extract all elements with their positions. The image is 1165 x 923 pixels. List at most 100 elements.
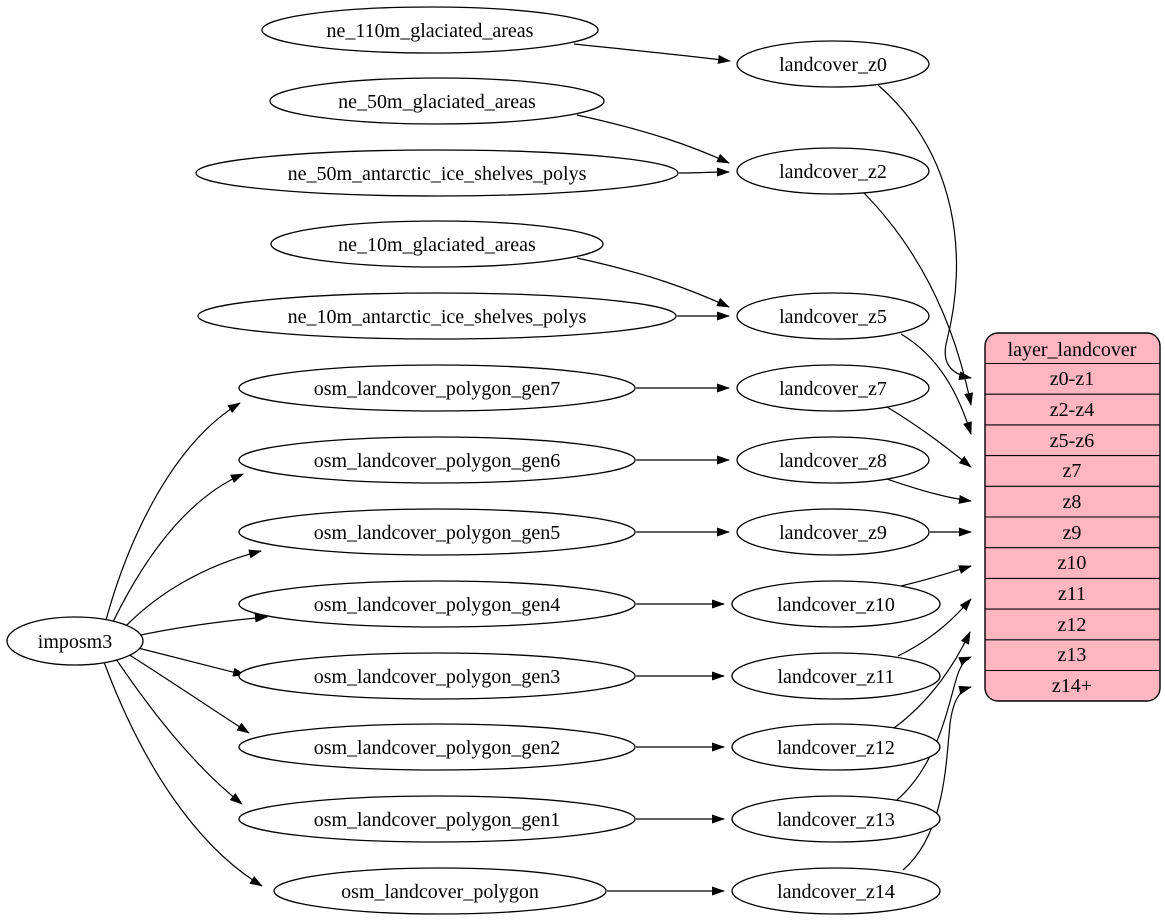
node-landcover-z8: landcover_z8 — [736, 436, 930, 484]
node-label: osm_landcover_polygon_gen2 — [314, 737, 561, 759]
table-row-z2-z4: z2-z4 — [1050, 399, 1094, 421]
node-ellipse — [731, 795, 941, 843]
node-landcover-z2: landcover_z2 — [736, 147, 930, 195]
node-label: landcover_z9 — [779, 522, 887, 544]
edge-ne-50m-glaciated-areas-to-landcover-z2 — [576, 114, 730, 164]
edge-imposm3-to-osm-landcover-polygon-gen3 — [137, 647, 246, 677]
node-landcover-z11: landcover_z11 — [731, 652, 941, 700]
table-row-z13: z13 — [1058, 644, 1087, 666]
node-ne-50m-glaciated-areas: ne_50m_glaciated_areas — [269, 77, 605, 125]
node-landcover-z10: landcover_z10 — [731, 580, 941, 628]
node-label: imposm3 — [38, 631, 112, 653]
node-ellipse — [731, 652, 941, 700]
table-title: layer_landcover — [1008, 339, 1137, 361]
node-ellipse — [238, 436, 636, 484]
node-landcover-z0: landcover_z0 — [736, 40, 930, 88]
node-label: ne_50m_glaciated_areas — [338, 91, 536, 113]
edge-ne-110m-glaciated-areas-to-landcover-z0 — [573, 43, 731, 64]
node-ellipse — [731, 580, 941, 628]
table-row-z8: z8 — [1063, 491, 1082, 513]
node-landcover-z12: landcover_z12 — [731, 723, 941, 771]
node-landcover-z14: landcover_z14 — [731, 867, 941, 915]
edge-landcover-z7-to-row-z7 — [886, 406, 972, 468]
edge-landcover-z2-to-row-z2-z4 — [862, 191, 974, 406]
node-ellipse — [6, 616, 144, 666]
edge-ne-10m-glaciated-areas-to-landcover-z5 — [576, 257, 730, 308]
node-ellipse — [736, 147, 930, 195]
node-osm-landcover-polygon: osm_landcover_polygon — [273, 867, 607, 915]
node-label: osm_landcover_polygon_gen1 — [314, 809, 561, 831]
node-label: landcover_z8 — [779, 450, 887, 472]
node-ellipse — [195, 149, 679, 197]
node-ne-110m-glaciated-areas: ne_110m_glaciated_areas — [261, 6, 599, 54]
node-ellipse — [238, 795, 636, 843]
edge-landcover-z12-to-row-z12 — [893, 631, 971, 729]
node-label: landcover_z5 — [779, 306, 887, 328]
node-landcover-z7: landcover_z7 — [736, 364, 930, 412]
edge-landcover-z14-to-row-z14plus — [902, 685, 972, 871]
table-row-z0-z1: z0-z1 — [1050, 368, 1094, 390]
table-row-z11: z11 — [1058, 583, 1086, 605]
node-ellipse — [197, 292, 677, 340]
node-label: landcover_z10 — [777, 594, 895, 616]
node-landcover-z9: landcover_z9 — [736, 508, 930, 556]
node-ellipse — [736, 364, 930, 412]
node-label: landcover_z14 — [777, 881, 895, 903]
node-label: ne_10m_glaciated_areas — [338, 234, 536, 256]
node-label: landcover_z13 — [777, 809, 895, 831]
node-ellipse — [736, 40, 930, 88]
node-ellipse — [273, 867, 607, 915]
node-label: landcover_z7 — [779, 378, 887, 400]
node-ellipse — [238, 723, 636, 771]
node-ellipse — [731, 867, 941, 915]
node-osm-landcover-polygon-gen4: osm_landcover_polygon_gen4 — [238, 580, 636, 628]
node-ne-10m-antarctic-ice-shelves-polys: ne_10m_antarctic_ice_shelves_polys — [197, 292, 677, 340]
edge-imposm3-to-osm-landcover-polygon-gen4 — [135, 613, 268, 637]
node-ellipse — [269, 77, 605, 125]
edge-landcover-z8-to-row-z8 — [883, 477, 972, 504]
node-ellipse — [238, 364, 636, 412]
table-row-z14plus: z14+ — [1052, 675, 1092, 697]
node-imposm3: imposm3 — [6, 616, 144, 666]
node-osm-landcover-polygon-gen5: osm_landcover_polygon_gen5 — [238, 508, 636, 556]
node-ellipse — [261, 6, 599, 54]
node-ne-10m-glaciated-areas: ne_10m_glaciated_areas — [270, 220, 604, 268]
edge-imposm3-to-osm-landcover-polygon-gen2 — [127, 653, 250, 734]
node-ellipse — [238, 652, 636, 700]
node-ellipse — [736, 508, 930, 556]
node-label: landcover_z0 — [779, 54, 887, 76]
edge-ne-50m-antarctic-ice-shelves-polys-to-landcover-z2 — [678, 167, 730, 177]
edges — [103, 43, 974, 896]
node-label: osm_landcover_polygon_gen7 — [314, 378, 561, 400]
edge-landcover-z13-to-row-z13 — [896, 656, 972, 801]
node-osm-landcover-polygon-gen6: osm_landcover_polygon_gen6 — [238, 436, 636, 484]
node-osm-landcover-polygon-gen2: osm_landcover_polygon_gen2 — [238, 723, 636, 771]
node-ne-50m-antarctic-ice-shelves-polys: ne_50m_antarctic_ice_shelves_polys — [195, 149, 679, 197]
node-ellipse — [238, 580, 636, 628]
node-osm-landcover-polygon-gen3: osm_landcover_polygon_gen3 — [238, 652, 636, 700]
edge-landcover-z0-to-row-z0-z1 — [877, 84, 972, 381]
table-row-z12: z12 — [1058, 614, 1087, 636]
table-row-z9: z9 — [1063, 522, 1082, 544]
edge-landcover-z5-to-row-z5-z6 — [900, 333, 972, 435]
node-label: osm_landcover_polygon_gen6 — [314, 450, 561, 472]
node-osm-landcover-polygon-gen7: osm_landcover_polygon_gen7 — [238, 364, 636, 412]
node-label: ne_110m_glaciated_areas — [327, 20, 534, 42]
edge-imposm3-to-osm-landcover-polygon-gen5 — [121, 549, 262, 631]
node-ellipse — [736, 436, 930, 484]
node-landcover-z13: landcover_z13 — [731, 795, 941, 843]
node-label: osm_landcover_polygon_gen3 — [314, 666, 561, 688]
table-layer-landcover: layer_landcover z0-z1 z2-z4 z5-z6 z7 z8 … — [984, 332, 1161, 702]
node-ellipse — [736, 292, 930, 340]
edge-landcover-z11-to-row-z11 — [897, 598, 972, 657]
node-label: landcover_z2 — [779, 161, 887, 183]
edge-imposm3-to-osm-landcover-polygon-gen1 — [115, 658, 243, 805]
table-row-z7: z7 — [1063, 460, 1082, 482]
node-label: ne_10m_antarctic_ice_shelves_polys — [288, 306, 587, 328]
edge-landcover-z10-to-row-z10 — [900, 565, 972, 587]
node-ellipse — [731, 723, 941, 771]
node-label: landcover_z11 — [778, 666, 895, 688]
edge-imposm3-to-osm-landcover-polygon-gen7 — [105, 402, 241, 621]
